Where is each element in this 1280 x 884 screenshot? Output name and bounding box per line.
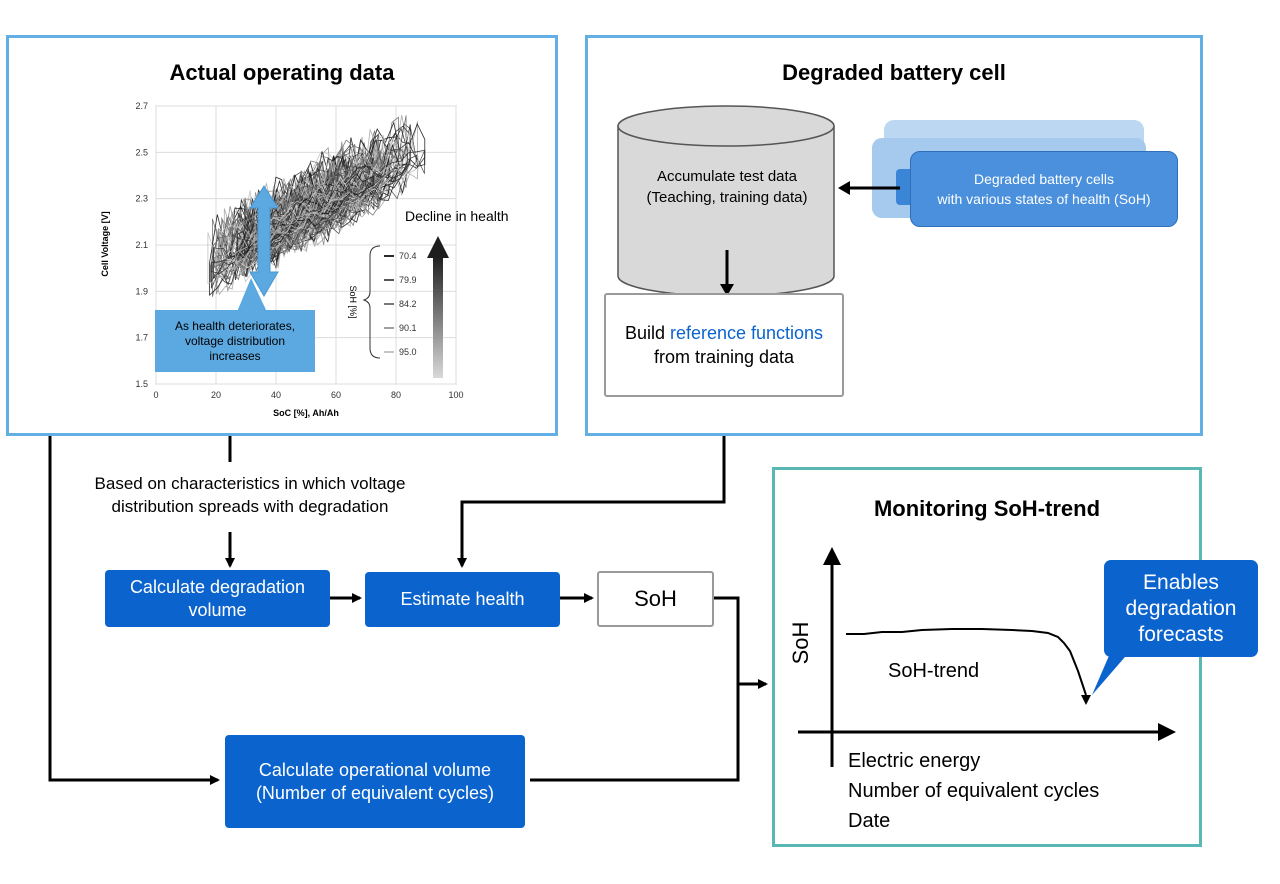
decline-in-health-label: Decline in health (405, 208, 509, 224)
forecast-line-3: forecasts (1138, 622, 1224, 646)
characteristics-line-1: Based on characteristics in which voltag… (94, 474, 406, 493)
build-highlight: reference functions (669, 323, 824, 343)
callout-line-2: voltage distribution (184, 333, 286, 348)
trend-x-label-energy: Electric energy (848, 750, 981, 772)
scatter-cycle-loop (232, 166, 388, 257)
scatter-x-tick-label: 20 (211, 390, 221, 400)
degraded-cell-title: Degraded battery cell (782, 60, 1006, 85)
database-line-1: Accumulate test data (656, 168, 798, 185)
scatter-x-axis-label: SoC [%], Ah/Ah (273, 408, 339, 418)
calc-operational-line-1: Calculate operational volume (258, 759, 492, 780)
soh-output-box: SoH (597, 571, 714, 627)
build-reference-functions-box: Build reference functions from training … (604, 293, 844, 397)
soh-trend-curve (846, 628, 1087, 696)
cells-line-2: with various states of health (SoH) (937, 191, 1151, 207)
trend-x-label-cycles: Number of equivalent cycles (848, 780, 1100, 802)
connector-soh-operational (530, 596, 740, 782)
calculate-degradation-box: Calculate degradation volume (105, 570, 330, 627)
callout-line-1: As health deteriorates, (174, 318, 296, 333)
scatter-y-tick-label: 2.3 (135, 194, 148, 204)
scatter-x-tick-label: 100 (448, 390, 463, 400)
trend-y-axis-arrow (823, 547, 841, 565)
degraded-cells-box: Degraded battery cells with various stat… (910, 151, 1178, 227)
trend-curve-label: SoH-trend (888, 660, 979, 682)
trend-y-label: SoH (788, 622, 813, 665)
scatter-y-axis-label: Cell Voltage [V] (100, 211, 110, 276)
forecast-callout: Enables degradation forecasts (1104, 560, 1258, 657)
scatter-x-tick-label: 60 (331, 390, 341, 400)
scatter-y-tick-label: 2.1 (135, 240, 148, 250)
spread-double-arrow-icon (249, 185, 279, 297)
scatter-y-tick-label: 1.5 (135, 379, 148, 389)
calc-operational-line-2: (Number of equivalent cycles) (255, 782, 495, 803)
calculate-operational-box: Calculate operational volume (Number of … (225, 735, 525, 828)
scatter-x-ticks: 0 20 40 60 80 100 (153, 390, 463, 400)
trend-x-labels: Electric energy Number of equivalent cyc… (848, 746, 1099, 836)
database-cylinder-icon (617, 105, 835, 297)
estimate-health-label: Estimate health (400, 589, 525, 609)
scatter-y-ticks: 2.7 2.5 2.3 2.1 1.9 1.7 1.5 (135, 101, 148, 389)
characteristics-line-2: distribution spreads with degradation (111, 497, 389, 516)
voltage-soc-scatter-chart: 2.7 2.5 2.3 2.1 1.9 1.7 1.5 0 20 40 60 80 100 Cell … (100, 101, 464, 418)
scatter-legend: 70.4 79.9 84.2 90.1 95.0 (384, 251, 417, 357)
arrow-to-calc-operational (48, 436, 220, 785)
build-prefix: Build (624, 323, 670, 343)
decline-gradient-bar (433, 256, 443, 378)
soh-output-label: SoH (634, 586, 677, 611)
database-label: Accumulate test data (Teaching, training… (616, 166, 838, 208)
arrow-build-to-estimate (457, 398, 726, 568)
build-line-1: Build reference functions (625, 321, 823, 345)
estimate-health-box: Estimate health (365, 572, 560, 627)
characteristics-text: Based on characteristics in which voltag… (40, 472, 460, 518)
build-line-2: from training data (653, 347, 795, 367)
cells-line-1: Degraded battery cells (973, 171, 1115, 187)
scatter-cycle-loop (254, 153, 402, 246)
legend-brace (362, 245, 381, 359)
scatter-cycle-loop (236, 173, 375, 259)
arrow-cells-to-database (838, 181, 900, 195)
operating-data-panel: Actual operating data 2.7 2.5 2.3 2.1 1.9 1.7… (6, 35, 558, 436)
monitoring-title: Monitoring SoH-trend (873, 496, 1101, 521)
trend-x-axis-arrow (1158, 723, 1176, 741)
legend-entry-label: 95.0 (399, 347, 417, 357)
scatter-x-tick-label: 40 (271, 390, 281, 400)
trend-curve-arrow (1081, 695, 1091, 705)
forecast-line-1: Enables (1143, 570, 1219, 594)
decline-arrow-head (427, 236, 449, 258)
trend-x-label-date: Date (848, 810, 891, 832)
arrow-database-to-build (720, 250, 734, 296)
operating-data-title: Actual operating data (169, 60, 395, 85)
callout-pointer (237, 278, 267, 312)
legend-entry-label: 84.2 (399, 299, 417, 309)
scatter-y-tick-label: 1.9 (135, 286, 148, 296)
legend-title: SoH [%] (348, 285, 358, 318)
legend-entry-label: 90.1 (399, 323, 417, 333)
voltage-distribution-callout: As health deteriorates, voltage distribu… (155, 310, 315, 372)
legend-entry-label: 79.9 (399, 275, 417, 285)
forecast-line-2: degradation (1125, 596, 1237, 620)
scatter-cycle-loop (231, 149, 426, 257)
database-line-2: (Teaching, training data) (646, 189, 808, 206)
calc-degradation-line-2: volume (188, 599, 247, 620)
scatter-y-tick-label: 2.7 (135, 101, 148, 111)
scatter-y-tick-label: 2.5 (135, 147, 148, 157)
scatter-x-tick-label: 0 (153, 390, 158, 400)
scatter-x-tick-label: 80 (391, 390, 401, 400)
calc-degradation-line-1: Calculate degradation (129, 576, 306, 597)
scatter-y-tick-label: 1.7 (135, 333, 148, 343)
callout-line-3: increases (209, 348, 261, 363)
legend-entry-label: 70.4 (399, 251, 417, 261)
monitoring-panel: Monitoring SoH-trend (772, 467, 1202, 847)
